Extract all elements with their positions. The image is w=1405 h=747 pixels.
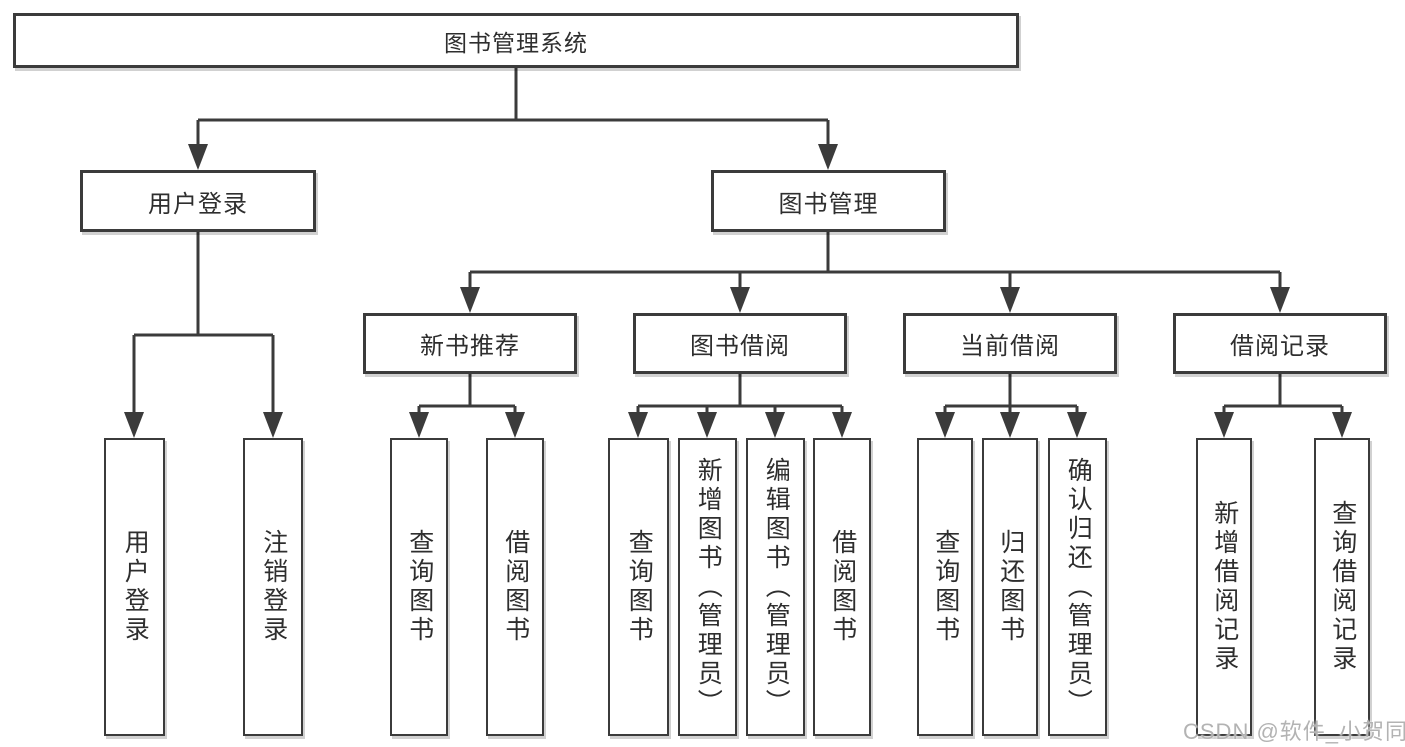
node-label: 借阅图书 bbox=[501, 529, 530, 645]
edge-book-borrowing-children bbox=[628, 374, 852, 438]
leaf-nbr-borrow-books: 借阅图书 bbox=[486, 438, 544, 736]
leaf-br-query-record: 查询借阅记录 bbox=[1314, 438, 1370, 736]
leaf-bb-edit-book-admin: 编辑图书（管理员） bbox=[746, 438, 805, 736]
node-user-login: 用户登录 bbox=[80, 170, 316, 232]
csdn-watermark: CSDN @软件_小贺同学 bbox=[1183, 719, 1405, 744]
node-label: 图书借阅 bbox=[690, 333, 790, 360]
node-book-management: 图书管理 bbox=[711, 170, 946, 232]
node-label: 新增图书（管理员） bbox=[694, 456, 723, 718]
node-label: 确认归还（管理员） bbox=[1064, 456, 1093, 718]
node-root: 图书管理系统 bbox=[13, 13, 1019, 68]
node-label: 图书管理 bbox=[778, 190, 879, 218]
node-label: 查询图书 bbox=[405, 529, 434, 645]
node-borrow-records: 借阅记录 bbox=[1173, 313, 1387, 374]
node-current-borrowing: 当前借阅 bbox=[903, 313, 1117, 374]
edge-current-borrowing-children bbox=[935, 374, 1087, 438]
node-label: 新书推荐 bbox=[420, 333, 520, 360]
leaf-bb-borrow-books: 借阅图书 bbox=[813, 438, 871, 736]
edge-user-login-children bbox=[124, 232, 283, 438]
node-label: 借阅记录 bbox=[1230, 333, 1330, 360]
node-book-borrowing: 图书借阅 bbox=[633, 313, 847, 374]
node-label: 注销登录 bbox=[259, 529, 288, 645]
node-label: 图书管理系统 bbox=[444, 29, 588, 56]
edge-root-to-level2 bbox=[188, 68, 838, 170]
node-label: 用户登录 bbox=[121, 529, 150, 645]
node-label: 查询借阅记录 bbox=[1328, 500, 1357, 674]
node-label: 编辑图书（管理员） bbox=[762, 456, 791, 718]
node-label: 用户登录 bbox=[148, 190, 248, 218]
leaf-br-add-record: 新增借阅记录 bbox=[1196, 438, 1252, 736]
node-label: 归还图书 bbox=[996, 529, 1025, 645]
edge-new-book-recommend-children bbox=[409, 374, 525, 438]
node-label: 查询图书 bbox=[625, 529, 654, 645]
edge-borrow-records-children bbox=[1214, 374, 1352, 438]
leaf-cb-query-books: 查询图书 bbox=[917, 438, 973, 736]
leaf-bb-query-books: 查询图书 bbox=[608, 438, 669, 736]
leaf-cb-return-books: 归还图书 bbox=[982, 438, 1038, 736]
node-label: 借阅图书 bbox=[828, 529, 857, 645]
node-label: 新增借阅记录 bbox=[1210, 500, 1239, 674]
node-new-book-recommend: 新书推荐 bbox=[363, 313, 577, 374]
leaf-bb-add-book-admin: 新增图书（管理员） bbox=[678, 438, 737, 736]
leaf-cb-confirm-return-admin: 确认归还（管理员） bbox=[1048, 438, 1107, 736]
leaf-logout: 注销登录 bbox=[243, 438, 303, 736]
leaf-nbr-query-books: 查询图书 bbox=[390, 438, 448, 736]
edge-book-management-children bbox=[460, 232, 1290, 313]
node-label: 查询图书 bbox=[931, 529, 960, 645]
node-label: 当前借阅 bbox=[960, 333, 1060, 360]
leaf-user-login: 用户登录 bbox=[104, 438, 165, 736]
